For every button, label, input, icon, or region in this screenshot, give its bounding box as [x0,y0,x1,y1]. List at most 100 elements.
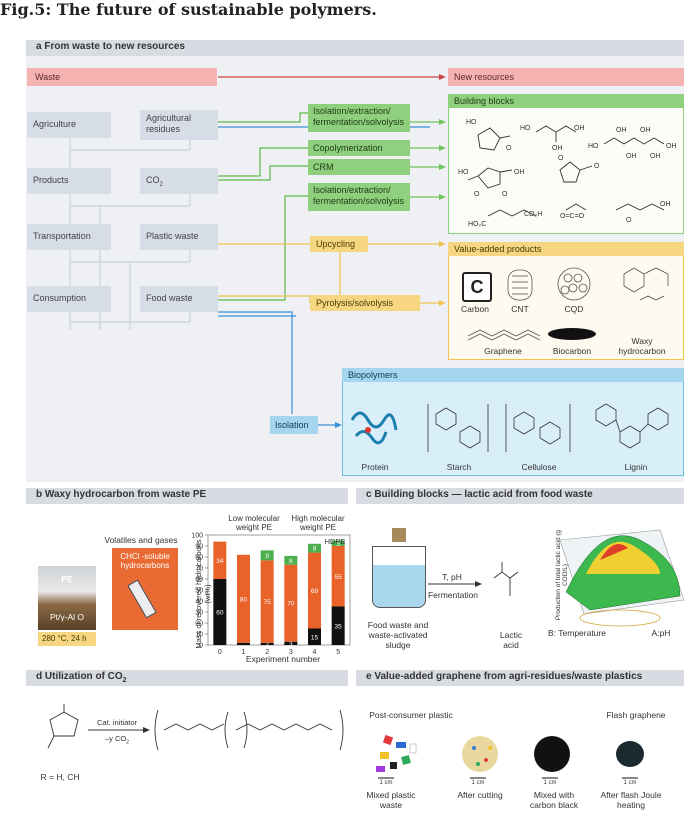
caption-carbon-black: Mixed with carbon black [529,790,579,810]
bar-segment-orange [331,546,345,607]
svg-text:O: O [626,217,632,224]
waste-plastic: Plastic waste [140,224,218,250]
bar-data-label: 8 [313,546,317,553]
caption-after-cutting: After cutting [457,790,503,800]
y-tick-label: 20 [195,621,203,628]
scale-3: 1 cm [543,780,557,786]
bar-segment-black [284,641,298,645]
process-isolation-1: Isolation/extraction/ fermentation/solvo… [308,104,410,132]
process-pyrolysis: Pyrolysis/solvolysis [310,295,420,311]
waste-bar: Waste [27,68,217,86]
caption-mixed-plastic: Mixed plastic waste [366,790,416,810]
figure-title: Fig.5: The future of sustainable polymer… [0,0,377,19]
bar-data-label: 8 [289,558,293,565]
bar-data-label: 80 [240,596,248,603]
svg-text:OH: OH [666,143,677,150]
r-def: R = H, CH [40,772,80,782]
bar-segment-orange [260,560,274,643]
panel-c-header: c Building blocks — lactic acid from foo… [356,488,684,504]
bar-data-label: 15 [311,634,319,641]
source-consumption: Consumption [27,286,111,312]
new-resources-bar: New resources [448,68,684,86]
bar-segment-black [260,642,274,645]
chart-xlabel: Experiment number [245,654,321,664]
building-blocks-header: Building blocks [448,94,684,108]
x-tick-label: 5 [336,649,340,656]
bar-segment-orange [213,541,227,579]
value-biocarbon: Biocarbon [552,346,592,356]
svg-text:HO₂C: HO₂C [468,221,486,228]
caption-flash-heating: After flash Joule heating [600,790,662,810]
process-isolation-blue: Isolation [270,416,318,434]
source-transportation: Transportation [27,224,111,250]
value-cnt: CNT [511,304,529,314]
waste-food: Food waste [140,286,218,312]
bar-segment-black [331,606,345,645]
bar-segment-orange [307,552,322,629]
svg-text:CO₂H: CO₂H [524,211,542,218]
svg-text:OH: OH [552,145,563,152]
svg-text:HO: HO [466,119,477,126]
svg-text:OH: OH [640,127,651,134]
svg-text:O: O [474,191,480,198]
svg-text:HO: HO [588,143,599,150]
carbon-element-icon: C [462,272,492,302]
scale-2: 1 cm [471,780,485,786]
y-tick-label: 50 [195,588,203,595]
process-copolymerization: Copolymerization [308,140,410,156]
bar-segment-black [213,579,227,645]
y-tick-label: 70 [195,566,203,573]
bar-segment-orange [236,554,251,643]
arrow-bottom-label: Fermentation [427,590,479,600]
scale-1: 1 cm [379,780,393,786]
bar-data-label: 2 [265,641,269,648]
chcl-label: CHCl -soluble hydrocarbons [120,552,170,570]
waste-agricultural-residues: Agricultural residues [140,110,218,140]
catalyst-label: Pt/γ-Al O [49,612,84,622]
reagent-label-d: –y CO2 [104,734,130,746]
low-mw-label: Low molecular weight PE [228,514,280,532]
lactic-acid-label: Lactic acid [499,630,523,650]
bar-data-label: 9 [265,553,269,560]
svg-text:OH: OH [650,153,661,160]
volatiles-label: Volatiles and gases [104,535,178,545]
bar-data-label: 5 [336,541,340,548]
bar-data-label: 70 [287,601,295,608]
bar-segment-orange [284,564,298,642]
biopolymers-panel [342,368,684,476]
arrow-top-label: T, pH [442,572,462,582]
bio-starch: Starch [446,462,472,472]
post-consumer-label: Post-consumer plastic [369,710,453,720]
hdpe-label: HDPE [324,537,346,546]
high-mw-label: High molecular weight PE [291,514,345,532]
svg-text:O: O [506,145,512,152]
waste-co2: CO2 [140,168,218,194]
x-tick-label: 4 [313,649,317,656]
process-crm: CRM [308,159,410,175]
bar-segment-green [307,543,322,553]
panel-a-header: a From waste to new resources [26,40,684,56]
svg-text:OH: OH [514,169,525,176]
value-cqd: CQD [564,304,584,314]
svg-text:HO: HO [520,125,531,132]
pe-vial-photo [38,566,96,630]
bar-segment-green [260,550,274,561]
value-carbon: Carbon [461,304,489,314]
y-tick-label: 100 [191,533,203,540]
panel-e-header: e Value-added graphene from agri-residue… [356,670,684,686]
svg-text:HO: HO [458,169,469,176]
bar-data-label: 34 [216,558,224,565]
bar-data-label: 35 [335,623,343,630]
x-tick-label: 2 [265,649,269,656]
svg-text:O: O [594,163,600,170]
y-tick-label: 10 [195,632,203,639]
bar-segment-green [284,555,298,565]
bar-data-label: 3 [289,641,293,648]
bio-lignin: Lignin [624,462,648,472]
value-added-header: Value-added products [448,242,684,256]
